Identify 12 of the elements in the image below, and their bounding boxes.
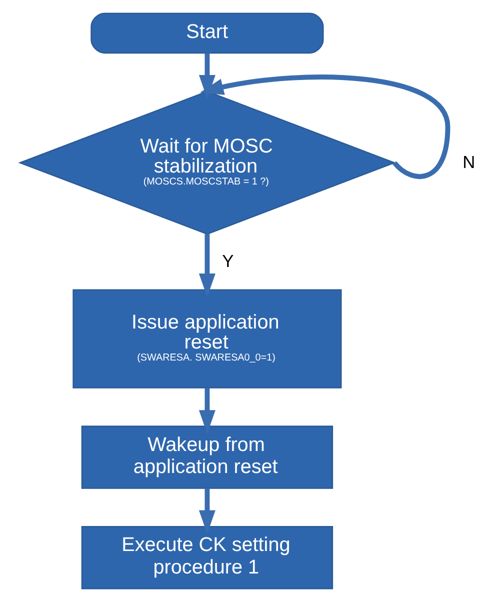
arrow bbox=[198, 53, 216, 99]
edge-label: Y bbox=[222, 251, 234, 272]
node-box: Start bbox=[90, 12, 324, 54]
arrow bbox=[198, 234, 216, 298]
arrow bbox=[200, 74, 450, 179]
node-box: Wakeup from application reset bbox=[81, 426, 334, 489]
arrow bbox=[198, 388, 216, 434]
node-diamond: Wait for MOSC stabilization (MOSCS.MOSCSTAB = 1 ?) bbox=[18, 90, 396, 235]
node-box: Execute CK setting procedure 1 bbox=[81, 526, 334, 590]
node-box: Issue application reset (SWARESA. SWARESA0_0=1) bbox=[72, 289, 342, 388]
edge-label: N bbox=[462, 152, 476, 172]
arrow bbox=[198, 488, 216, 534]
